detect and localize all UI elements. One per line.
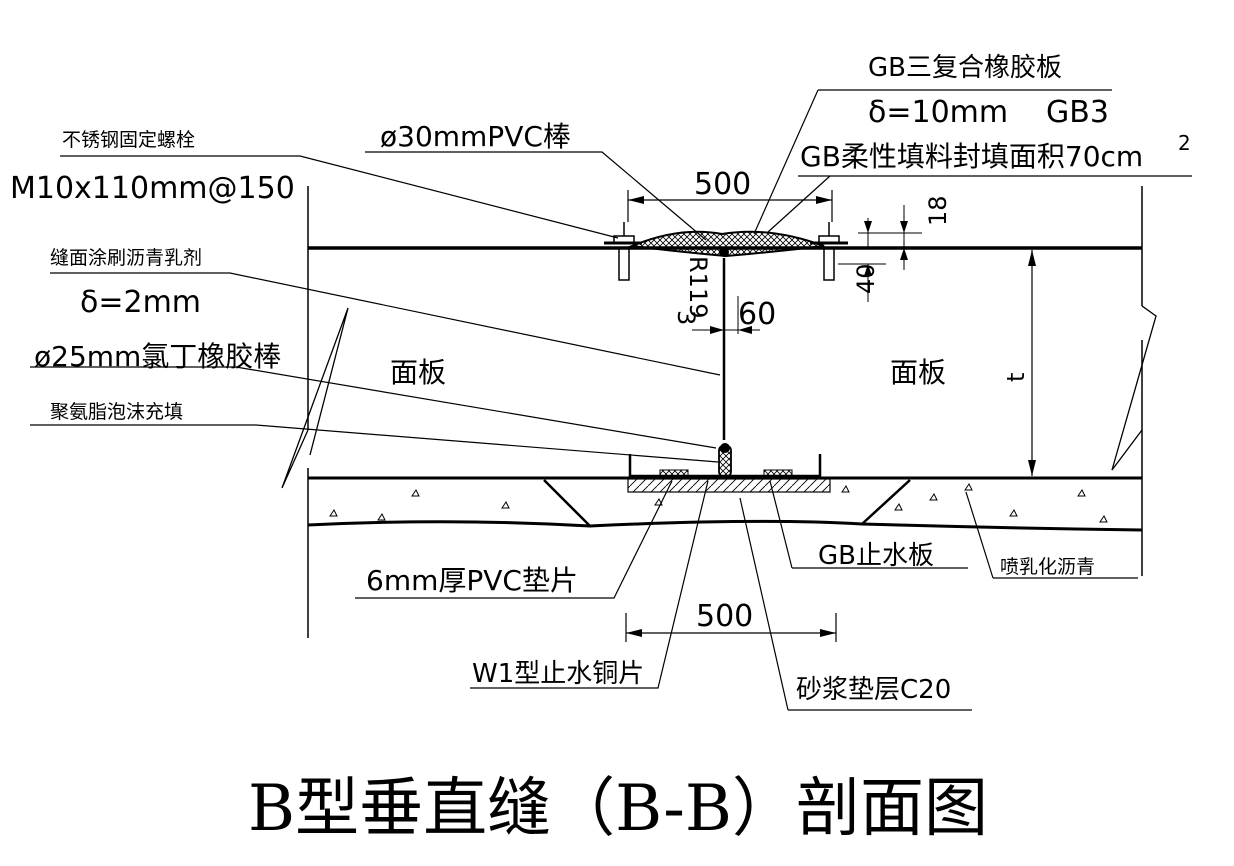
rubber-plate-label: GB三复合橡胶板 xyxy=(868,53,1062,83)
pvc-rod-label: ø30mmPVC棒 xyxy=(380,120,571,153)
filler-sup-label: 2 xyxy=(1178,131,1191,155)
dimension-18 xyxy=(858,205,922,270)
asphalt-coat-label: 缝面涂刷沥青乳剂 xyxy=(50,247,202,269)
gb-waterstop-label: GB止水板 xyxy=(818,541,934,571)
dimension-t xyxy=(1028,250,1036,476)
dimension-top-500 xyxy=(627,190,833,222)
dimension-60 xyxy=(692,296,760,334)
rubber-cover-plate xyxy=(628,230,825,258)
mortar-label: 砂浆垫层C20 xyxy=(796,675,951,705)
dimension-bottom-500 xyxy=(625,613,837,642)
leader-lines xyxy=(30,89,1192,711)
dim-radius: R119 xyxy=(684,256,712,318)
bolt-left xyxy=(604,222,642,281)
rubber-thickness-label: δ=10mm xyxy=(868,95,1008,130)
waterstop-assembly xyxy=(627,443,831,493)
dim-top-500: 500 xyxy=(694,167,751,202)
dim-18: 18 xyxy=(924,195,952,226)
foam-label: 聚氨脂泡沫充填 xyxy=(50,401,183,423)
dim-bottom-500: 500 xyxy=(696,599,753,634)
panel-left-label: 面板 xyxy=(390,356,446,389)
pvc-pad-label: 6mm厚PVC垫片 xyxy=(366,564,578,597)
dim-40: 40 xyxy=(852,263,880,294)
pvc-rod-icon xyxy=(719,247,729,257)
bolt-right xyxy=(810,222,848,281)
filler-label: GB柔性填料封填面积70cm xyxy=(800,140,1143,173)
dim-radius-digit: 3 xyxy=(672,310,700,325)
gb3-label: GB3 xyxy=(1046,95,1109,130)
panel-right-label: 面板 xyxy=(890,356,946,389)
emulsified-asphalt-label: 喷乳化沥青 xyxy=(1000,556,1095,578)
bolt-name-label: 不锈钢固定螺栓 xyxy=(62,129,195,151)
pvc-pad xyxy=(627,478,831,493)
drawing-title: B型垂直缝（B-B）剖面图 xyxy=(248,772,988,846)
asphalt-thickness-label: δ=2mm xyxy=(80,285,201,320)
dim-60: 60 xyxy=(738,297,776,332)
dim-t: t xyxy=(1002,373,1030,382)
cr-rubber-rod-icon xyxy=(720,443,730,453)
copper-waterstop-label: W1型止水铜片 xyxy=(472,659,644,689)
mortar-bedding xyxy=(307,479,1143,532)
bolt-spec-label: M10x110mm@150 xyxy=(10,171,295,206)
cr-rod-label: ø25mm氯丁橡胶棒 xyxy=(34,340,281,373)
dimension-40 xyxy=(838,263,886,302)
